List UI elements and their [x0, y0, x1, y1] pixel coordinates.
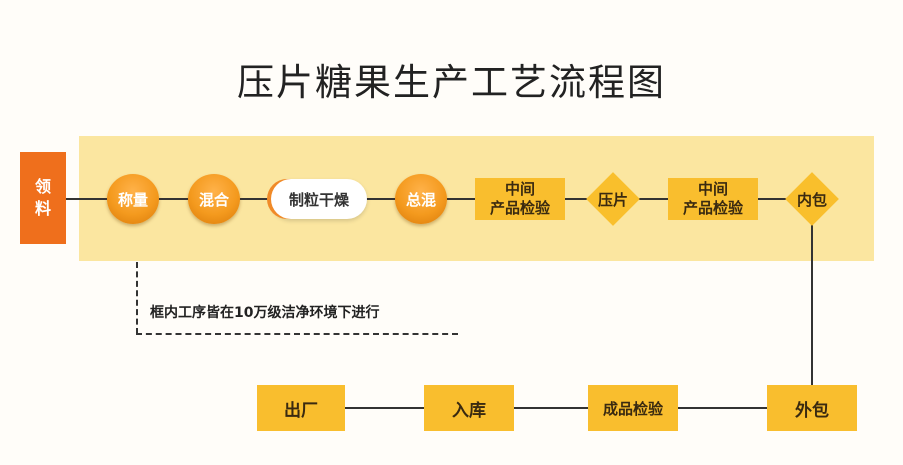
step-neibao: 内包	[796, 190, 827, 209]
clean-room-bracket-horizontal	[136, 333, 458, 335]
step-ruku: 入库	[424, 385, 514, 431]
step-jianyan-1: 中间 产品检验	[475, 178, 565, 220]
step-zhili: 制粒干燥	[271, 179, 367, 219]
clean-room-bracket-vertical	[136, 262, 138, 334]
step-yapian: 压片	[597, 190, 628, 209]
step-zonghun: 总混	[395, 174, 447, 224]
step-chuchang: 出厂	[257, 385, 345, 431]
step-waibao: 外包	[767, 385, 857, 431]
clean-room-note: 框内工序皆在10万级洁净环境下进行	[150, 305, 380, 321]
step-chengliang: 称量	[107, 174, 159, 224]
step-jianyan-2: 中间 产品检验	[668, 178, 758, 220]
step-chengpin-jianyan: 成品检验	[588, 385, 678, 431]
page-title: 压片糖果生产工艺流程图	[237, 61, 666, 104]
step-lingliao: 领 料	[20, 152, 66, 244]
vertical-flow-line	[811, 222, 813, 390]
step-hunhe: 混合	[188, 174, 240, 224]
bottom-flow-line	[345, 407, 769, 409]
